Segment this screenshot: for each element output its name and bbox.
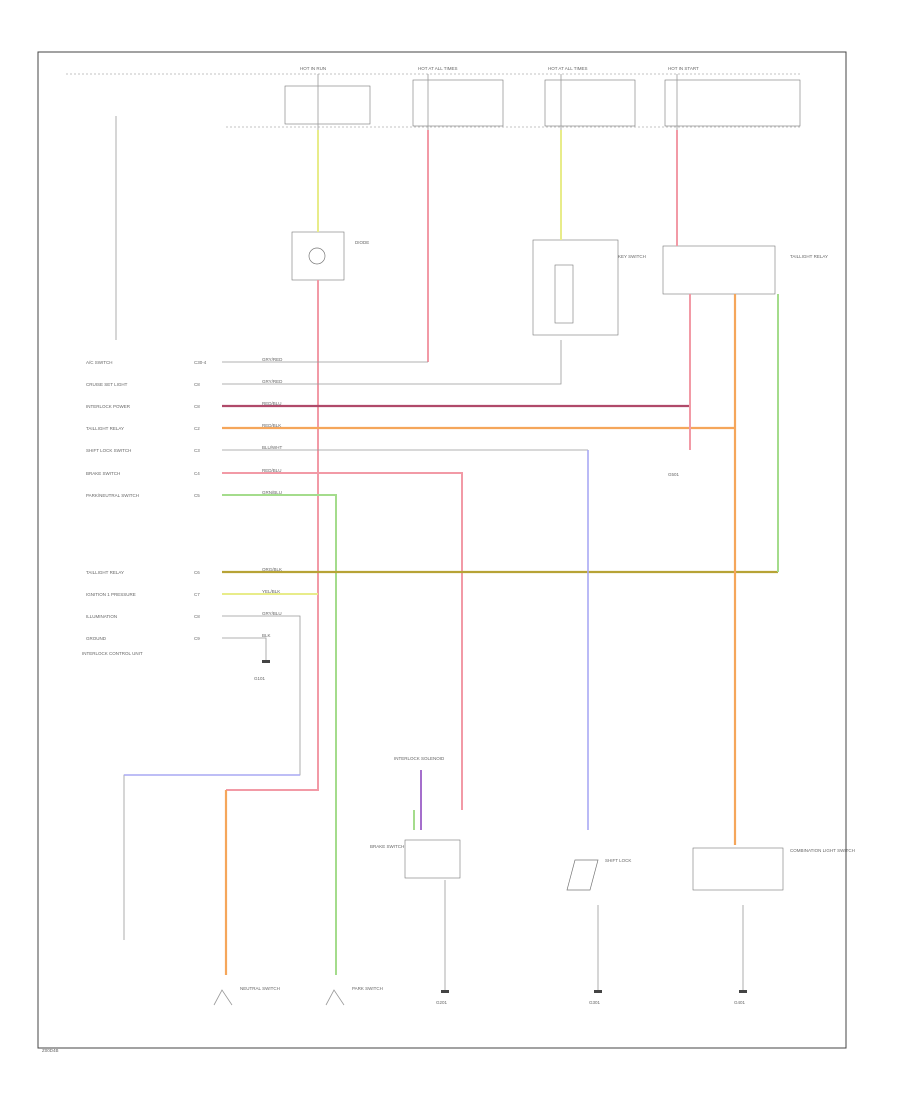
interlock-solenoid-box xyxy=(291,231,345,281)
key-switch-box xyxy=(532,239,619,336)
row-brake-switch xyxy=(222,472,463,810)
pin-wire-8: YEL/BLK xyxy=(262,589,280,594)
pin-name-6: PARK/NEUTRAL SWITCH xyxy=(86,493,139,498)
pin-name-1: CRUISE SET LIGHT xyxy=(86,382,128,387)
combination-switch-label: COMBINATION LIGHT SWITCH xyxy=(790,848,855,853)
pin-wire-10: BLK xyxy=(262,633,271,638)
pin-id-0: C30-4 xyxy=(194,360,207,365)
taillight-relay-label: TAILLIGHT RELAY xyxy=(790,254,828,259)
pin-wire-0: GRY/RED xyxy=(262,357,283,362)
shift-lock-switch-icon xyxy=(566,859,599,891)
pin-name-3: TAILLIGHT RELAY xyxy=(86,426,124,431)
control-unit-label: INTERLOCK CONTROL UNIT xyxy=(82,651,143,656)
park-switch-label: PARK SWITCH xyxy=(352,986,383,991)
park-switch-icon xyxy=(325,989,345,1006)
brake-switch-label: BRAKE SWITCH xyxy=(370,844,404,849)
diagram-frame xyxy=(37,51,847,1049)
row-ground xyxy=(222,637,267,660)
interlock-solenoid-label: INTERLOCK SOLENOID xyxy=(394,756,445,761)
solenoid-coil-icon xyxy=(308,247,326,265)
fuse-label-3: HOT AT ALL TIMES xyxy=(548,66,588,71)
fuse-block-1: HOT IN RUN xyxy=(284,66,371,130)
fuse-label-1: HOT IN RUN xyxy=(300,66,326,71)
page-code: Z00D4B xyxy=(42,1048,59,1053)
pin-name-0: A/C SWITCH xyxy=(86,360,113,365)
ground-label-5: G501 xyxy=(668,472,680,477)
fuse-block-4: HOT IN START xyxy=(664,66,801,130)
ground-symbol-1 xyxy=(441,990,449,993)
combination-switch-box xyxy=(692,847,784,891)
pin-id-9: C8 xyxy=(194,614,200,619)
ground-label-3: G301 xyxy=(589,1000,601,1005)
pin-wire-5: RED/BLU xyxy=(262,468,282,473)
pin-name-2: INTERLOCK POWER xyxy=(86,404,131,409)
pin-wire-1: GRY/RED xyxy=(262,379,283,384)
taillight-relay-box xyxy=(662,245,776,295)
pin-id-5: C4 xyxy=(194,471,200,476)
ground-symbol-2 xyxy=(594,990,602,993)
key-switch-label: KEY SWITCH xyxy=(618,254,646,259)
pin-wire-2: RED/BLU xyxy=(262,401,282,406)
pin-wire-4: BLU/WHT xyxy=(262,445,283,450)
pin-name-9: ILLUMINATION xyxy=(86,614,117,619)
pin-name-10: GROUND xyxy=(86,636,107,641)
pin-id-6: C5 xyxy=(194,493,200,498)
pin-id-4: C3 xyxy=(194,448,200,453)
key-switch-element xyxy=(554,264,574,324)
pin-id-1: C8 xyxy=(194,382,200,387)
pin-wire-7: ORG/BLK xyxy=(262,567,282,572)
row-illumination xyxy=(123,615,301,940)
row-cruise-light xyxy=(222,340,562,385)
brake-switch-box xyxy=(404,839,461,879)
neutral-switch-label: NEUTRAL SWITCH xyxy=(240,986,280,991)
fuse-block-3: HOT AT ALL TIMES xyxy=(544,66,636,130)
ground-symbol-3 xyxy=(739,990,747,993)
pin-name-7: TAILLIGHT RELAY xyxy=(86,570,124,575)
pin-id-7: C6 xyxy=(194,570,200,575)
pin-id-10: C9 xyxy=(194,636,200,641)
fuse-label-2: HOT AT ALL TIMES xyxy=(418,66,458,71)
diode-label: DIODE xyxy=(355,240,369,245)
pin-name-5: BRAKE SWITCH xyxy=(86,471,120,476)
pin-id-3: C2 xyxy=(194,426,200,431)
ground-label-1: G101 xyxy=(254,676,266,681)
ground-label-2: G201 xyxy=(436,1000,448,1005)
pin-name-4: SHIFT LOCK SWITCH xyxy=(86,448,131,453)
ground-symbol-control xyxy=(262,660,270,663)
row-park-neutral xyxy=(222,494,337,975)
fuse-label-4: HOT IN START xyxy=(668,66,699,71)
ground-label-4: G401 xyxy=(734,1000,746,1005)
neutral-switch-icon xyxy=(213,989,233,1006)
pin-id-8: C7 xyxy=(194,592,200,597)
pin-wire-9: GRY/BLU xyxy=(262,611,282,616)
pin-wire-3: RED/BLK xyxy=(262,423,281,428)
pin-id-2: C8 xyxy=(194,404,200,409)
pin-wire-6: GRN/BLU xyxy=(262,490,282,495)
shift-lock-label: SHIFT LOCK xyxy=(605,858,631,863)
fuse-block-2: HOT AT ALL TIMES xyxy=(412,66,504,130)
pin-name-8: IGNITION 1 PRESSURE xyxy=(86,592,136,597)
